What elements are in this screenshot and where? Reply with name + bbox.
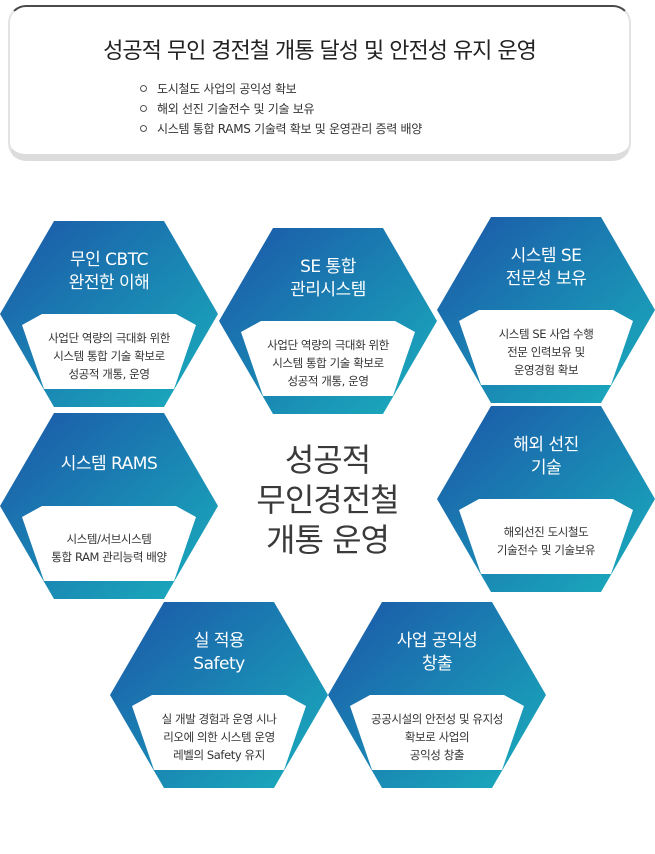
hexagon-se-expertise: 시스템 SE 전문성 보유 시스템 SE 사업 수행 전문 인력보유 및 운영경… — [437, 217, 655, 403]
summary-item: 해외 선진 기술전수 및 기술 보유 — [140, 99, 422, 119]
hexagon-description: 해외선진 도시철도 기술전수 및 기술보유 — [496, 525, 596, 557]
hexagon-shape — [0, 221, 218, 407]
hexagon-cbtc: 무인 CBTC 완전한 이해 사업단 역량의 극대화 위한 시스템 통합 기술 … — [0, 221, 218, 407]
hexagon-description: 공공시설의 안전성 및 유지성 확보로 사업의 공익성 창출 — [371, 712, 503, 762]
hexagon-title: 시스템 RAMS — [60, 453, 158, 474]
hexagon-description: 사업단 역량의 극대화 위한 시스템 통합 기술 확보로 성공적 개통, 운영 — [48, 331, 170, 381]
summary-list: 도시철도 사업의 공익성 확보 해외 선진 기술전수 및 기술 보유 시스템 통… — [140, 79, 422, 139]
summary-panel: 성공적 무인 경전철 개통 달성 및 안전성 유지 운영 도시철도 사업의 공익… — [8, 5, 631, 161]
hexagon-shape — [0, 413, 218, 599]
hexagon-se-integration: SE 통합 관리시스템 사업단 역량의 극대화 위한 시스템 통합 기술 확보로… — [219, 228, 437, 414]
circle-bullet-icon — [140, 105, 147, 112]
hexagon-overseas-tech: 해외 선진 기술 해외선진 도시철도 기술전수 및 기술보유 — [437, 406, 655, 592]
hexagon-description: 실 개발 경험과 운영 시나 리오에 의한 시스템 운영 레벨의 Safety … — [161, 712, 277, 762]
summary-item: 시스템 통합 RAMS 기술력 확보 및 운영관리 증력 배양 — [140, 119, 422, 139]
hexagon-shape — [328, 602, 546, 788]
hexagon-safety: 실 적용 Safety 실 개발 경험과 운영 시나 리오에 의한 시스템 운영… — [110, 602, 328, 788]
hexagon-public-benefit: 사업 공익성 창출 공공시설의 안전성 및 유지성 확보로 사업의 공익성 창출 — [328, 602, 546, 788]
hexagon-title: 실 적용 Safety — [193, 631, 245, 674]
hexagon-shape — [437, 406, 655, 592]
hexagon-title: 사업 공익성 창출 — [396, 631, 478, 674]
hexagon-shape — [110, 602, 328, 788]
hexagon-description: 시스템/서브시스템 통합 RAM 관리능력 배양 — [51, 532, 167, 564]
hexagon-description: 사업단 역량의 극대화 위한 시스템 통합 기술 확보로 성공적 개통, 운영 — [267, 338, 389, 388]
circle-bullet-icon — [140, 125, 147, 132]
hexagon-title: SE 통합 관리시스템 — [290, 257, 366, 300]
center-label: 성공적 무인경전철 개통 운영 — [256, 441, 399, 559]
hexagon-title: 무인 CBTC 완전한 이해 — [68, 250, 150, 293]
hexagon-title: 해외 선진 기술 — [513, 435, 579, 478]
circle-bullet-icon — [140, 85, 147, 92]
summary-title: 성공적 무인 경전철 개통 달성 및 안전성 유지 운영 — [103, 39, 537, 64]
hexagon-shape — [437, 217, 655, 403]
hexagon-title: 시스템 SE 전문성 보유 — [505, 246, 587, 289]
hexagon-rams: 시스템 RAMS 시스템/서브시스템 통합 RAM 관리능력 배양 — [0, 413, 218, 599]
hexagon-description: 시스템 SE 사업 수행 전문 인력보유 및 운영경험 확보 — [498, 327, 594, 377]
hexagon-shape — [219, 228, 437, 414]
summary-item: 도시철도 사업의 공익성 확보 — [140, 79, 422, 99]
